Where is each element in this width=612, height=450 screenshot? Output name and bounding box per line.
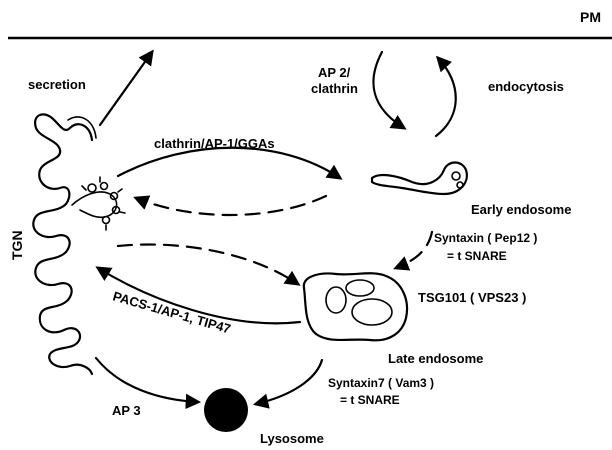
early-to-late-endosome-dashed-arrow (396, 232, 432, 268)
budding-vesicles (72, 177, 125, 230)
label-ap3: AP 3 (112, 403, 141, 418)
label-pacs: PACS-1/AP-1, TIP47 (111, 288, 232, 336)
tgn-to-late-endosome-dashed-arrow (118, 245, 298, 284)
label-tgn: TGN (9, 230, 25, 260)
label-lysosome: Lysosome (260, 431, 324, 446)
label-t-snare-1: = t SNARE (447, 249, 507, 263)
label-syntaxin-pep12: Syntaxin ( Pep12 ) (434, 231, 537, 245)
label-endocytosis: endocytosis (488, 79, 564, 94)
ap3-arrow (96, 358, 198, 402)
label-early-endosome: Early endosome (471, 202, 571, 217)
late-endosome-shape (304, 273, 407, 340)
tgn-to-early-endosome-arrow (118, 148, 340, 178)
tgn-membrane (33, 114, 92, 374)
early-endosome-shape (372, 163, 467, 195)
endocytosis-arrow-down (373, 52, 404, 128)
label-pm: PM (580, 9, 601, 25)
label-late-endosome: Late endosome (388, 351, 483, 366)
late-endosome-to-lysosome-arrow (256, 360, 322, 404)
label-tsg101: TSG101 ( VPS23 ) (418, 290, 526, 305)
label-ap2-line1: AP 2/ (318, 65, 351, 80)
label-secretion: secretion (28, 77, 86, 92)
label-syntaxin7-vam3: Syntaxin7 ( Vam3 ) (328, 376, 434, 390)
label-t-snare-2: = t SNARE (340, 393, 400, 407)
label-clathrin-ap1-ggas: clathrin/AP-1/GGAs (154, 136, 275, 151)
early-endosome-to-tgn-dashed-arrow (136, 196, 326, 215)
secretion-arrow (100, 52, 152, 125)
lysosome-shape (204, 388, 248, 432)
endocytosis-arrow-up (436, 58, 456, 136)
label-ap2-line2: clathrin (311, 81, 358, 96)
